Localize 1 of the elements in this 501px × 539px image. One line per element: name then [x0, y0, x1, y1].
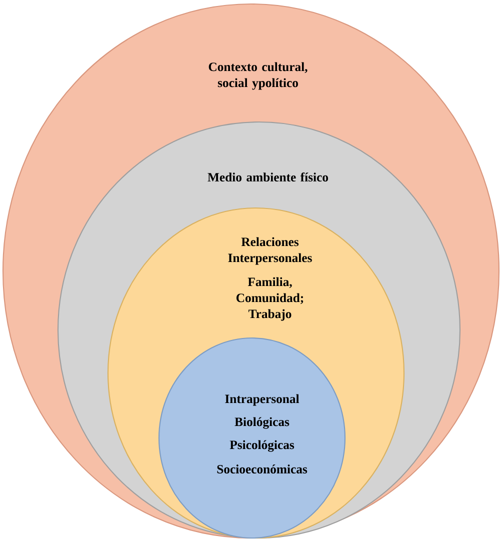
- ring: Intrapersonal Biológicas Psicológicas Socioeconómicas: [158, 337, 346, 539]
